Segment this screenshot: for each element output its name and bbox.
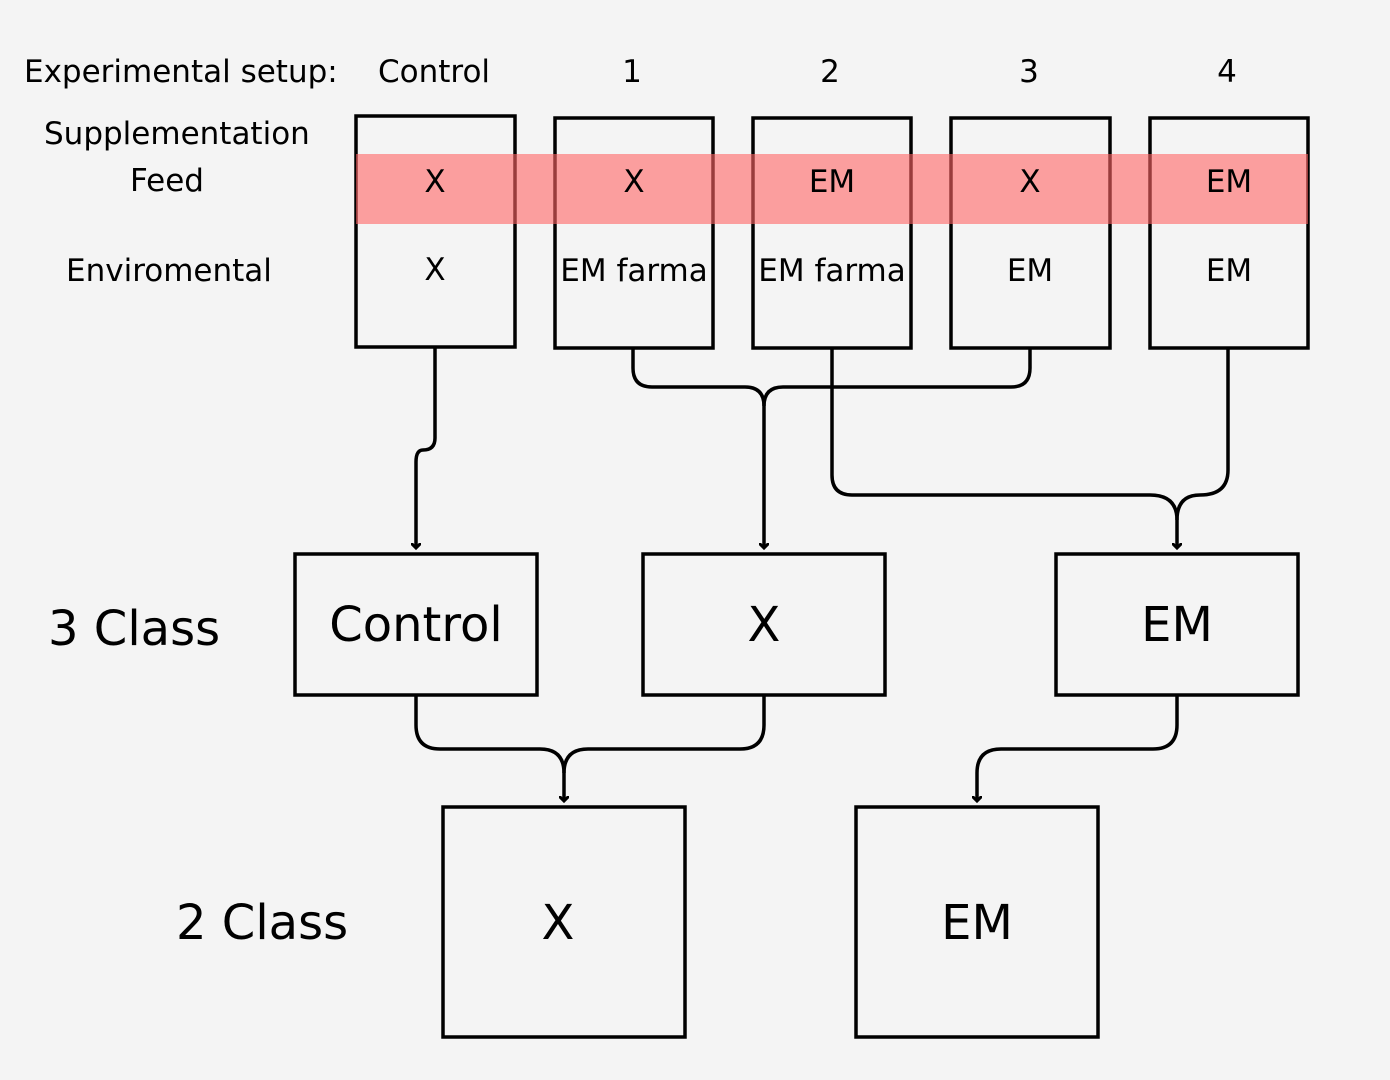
class3-box-x-text: X bbox=[747, 597, 781, 653]
class3-box-em-text: EM bbox=[1141, 597, 1213, 653]
setup-box-3 bbox=[949, 116, 1112, 350]
class2-box-x-text: X bbox=[541, 895, 575, 951]
feed-cell-4: EM bbox=[1205, 164, 1253, 200]
column-header-2: 2 bbox=[820, 54, 840, 90]
experimental-setup-label: Experimental setup: bbox=[24, 54, 338, 90]
class3-box-control-text: Control bbox=[329, 597, 503, 653]
connector-3-to-x bbox=[762, 348, 1032, 407]
supplementation-label: Supplementation bbox=[44, 116, 310, 152]
env-cell-2: EM farma bbox=[758, 253, 906, 289]
feed-cell-3: X bbox=[1019, 164, 1041, 200]
class2-box-em-text: EM bbox=[941, 895, 1013, 951]
env-cell-3: EM bbox=[1006, 253, 1054, 289]
setup-box-1 bbox=[553, 116, 715, 350]
setup-box-2 bbox=[751, 116, 913, 350]
feed-cell-1: X bbox=[623, 164, 645, 200]
connector-2-to-em bbox=[830, 348, 1177, 548]
class2-box-x bbox=[441, 805, 687, 1039]
feed-cell-2: EM bbox=[808, 164, 856, 200]
class2-label: 2 Class bbox=[176, 895, 349, 951]
connector-control bbox=[416, 348, 437, 548]
env-cell-1: EM farma bbox=[560, 253, 708, 289]
env-cell-4: EM bbox=[1205, 253, 1253, 289]
feed-highlight-band bbox=[356, 154, 1308, 224]
feed-label: Feed bbox=[130, 163, 204, 199]
column-header-1: 1 bbox=[622, 54, 642, 90]
env-cell-control: X bbox=[424, 252, 446, 288]
setup-box-control bbox=[354, 114, 517, 349]
class2-box-em bbox=[854, 805, 1100, 1039]
setup-box-4 bbox=[1148, 116, 1310, 350]
column-header-control: Control bbox=[377, 54, 491, 90]
class3-box-x bbox=[641, 552, 887, 697]
column-header-4: 4 bbox=[1217, 54, 1237, 90]
connector-1-to-x bbox=[631, 348, 764, 548]
connector-control-to-x2 bbox=[414, 696, 564, 801]
connector-4-to-em bbox=[1175, 348, 1230, 521]
environmental-label: Enviromental bbox=[66, 253, 272, 289]
class3-box-em bbox=[1054, 552, 1300, 697]
column-header-3: 3 bbox=[1019, 54, 1039, 90]
connector-x-to-x2 bbox=[562, 696, 766, 774]
feed-cell-control: X bbox=[424, 164, 446, 200]
class3-box-control bbox=[293, 552, 539, 697]
class3-label: 3 Class bbox=[48, 601, 221, 657]
connector-em-to-em2 bbox=[977, 696, 1179, 801]
